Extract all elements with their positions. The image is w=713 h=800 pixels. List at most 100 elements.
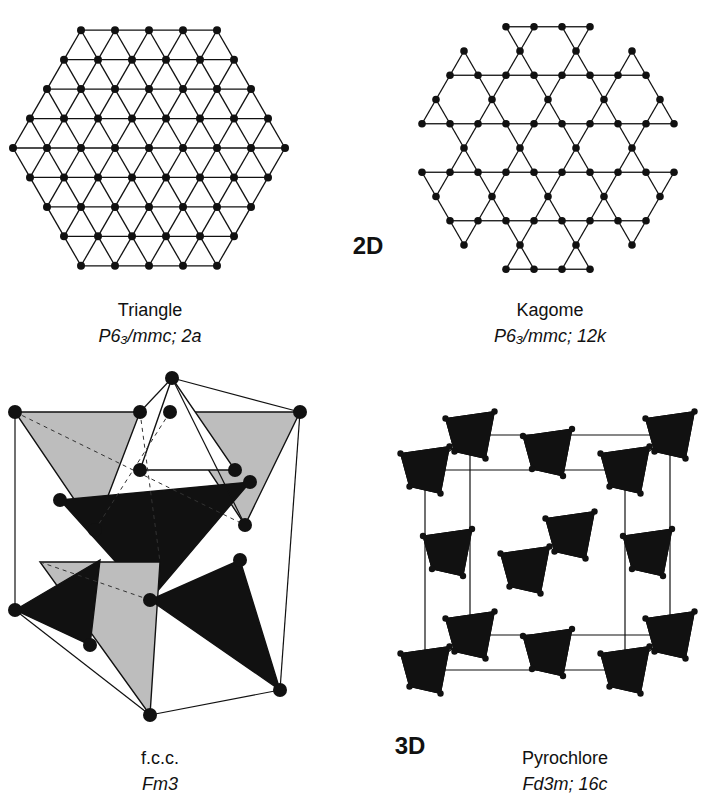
lattice-bond xyxy=(506,221,520,245)
dimension-label: 3D xyxy=(395,732,426,761)
tetrahedron xyxy=(520,626,575,679)
lattice-site xyxy=(646,643,652,649)
lattice-bond xyxy=(132,30,149,59)
tetrahedron-face xyxy=(601,454,641,494)
lattice-bond xyxy=(115,60,132,89)
lattice-site xyxy=(9,144,17,152)
lattice-bond xyxy=(604,196,618,220)
lattice-site xyxy=(128,173,136,181)
lattice-site xyxy=(530,120,538,128)
lattice-bond xyxy=(64,89,81,118)
lattice-bond xyxy=(646,172,660,196)
lattice-bond xyxy=(576,245,590,269)
lattice-site xyxy=(530,265,538,273)
lattice-bond xyxy=(98,119,115,148)
lattice-site xyxy=(502,168,510,176)
lattice-bond xyxy=(604,100,618,124)
lattice-site xyxy=(474,120,482,128)
lattice-bond xyxy=(98,236,132,237)
lattice-site xyxy=(660,573,666,579)
lattice-bond xyxy=(132,207,149,236)
lattice-bond xyxy=(166,207,183,236)
unit-cell-edge xyxy=(425,669,625,670)
lattice-site xyxy=(196,56,204,64)
lattice-bond xyxy=(422,172,436,196)
triangular-lattice xyxy=(9,26,289,270)
lattice-bond xyxy=(217,148,234,177)
hidden-edge xyxy=(140,412,160,562)
lattice-bond xyxy=(492,172,506,196)
lattice-name: Triangle xyxy=(118,300,182,322)
lattice-site xyxy=(600,193,608,201)
lattice-site xyxy=(128,115,136,123)
tetrahedron-face xyxy=(646,419,686,459)
lattice-bond xyxy=(149,30,166,59)
lattice-site xyxy=(474,168,482,176)
lattice-bond xyxy=(149,60,166,89)
tetrahedron xyxy=(642,408,697,461)
cell-edge xyxy=(172,378,300,412)
lattice-bond xyxy=(166,60,183,89)
pyrochlore-illustration xyxy=(397,408,697,696)
lattice-site xyxy=(451,448,457,454)
lattice-site xyxy=(179,26,187,34)
lattice-bond xyxy=(520,245,534,269)
lattice-bond xyxy=(64,148,81,177)
tetrahedron xyxy=(642,608,697,661)
lattice-site xyxy=(420,533,426,539)
lattice-bond xyxy=(132,148,149,177)
lattice-site xyxy=(669,526,675,532)
lattice-bond xyxy=(234,60,251,89)
lattice-bond xyxy=(166,236,183,265)
lattice-site xyxy=(586,71,594,79)
lattice-bond xyxy=(436,172,450,196)
lattice-site xyxy=(642,120,650,128)
lattice-bond xyxy=(149,207,166,236)
lattice-bond xyxy=(234,148,251,177)
tetrahedron-face xyxy=(501,547,550,594)
lattice-site xyxy=(614,217,622,225)
lattice-site xyxy=(572,144,580,152)
lattice-bond xyxy=(562,75,590,76)
tetrahedron-face xyxy=(646,612,695,659)
lattice-bond xyxy=(81,236,98,265)
tetrahedron-face xyxy=(523,436,563,476)
lattice-bond xyxy=(200,89,217,118)
lattice-bond xyxy=(590,75,618,76)
lattice-bond xyxy=(618,148,632,172)
lattice-site xyxy=(429,566,435,572)
lattice-bond xyxy=(234,177,251,206)
lattice-site xyxy=(474,217,482,225)
lattice-site xyxy=(637,690,643,696)
lattice-bond xyxy=(548,75,562,99)
lattice-bond xyxy=(618,51,632,75)
lattice-site xyxy=(111,85,119,93)
lattice-bond xyxy=(47,207,64,236)
lattice-bond xyxy=(548,172,562,196)
lattice-bond xyxy=(217,177,234,206)
lattice-site xyxy=(474,71,482,79)
unit-cell-edge xyxy=(424,470,425,670)
lattice-bond xyxy=(478,75,492,99)
lattice-bond xyxy=(81,177,98,206)
lattice-site xyxy=(506,583,512,589)
lattice-site xyxy=(537,590,543,596)
lattice-site xyxy=(529,666,535,672)
lattice-bond xyxy=(47,60,64,89)
lattice-bond xyxy=(506,26,534,27)
hidden-edge xyxy=(95,412,170,530)
lattice-bond xyxy=(217,30,234,59)
lattice-site xyxy=(542,515,548,521)
lattice-bond xyxy=(98,118,132,119)
lattice-bond xyxy=(450,51,464,75)
lattice-bond xyxy=(64,119,81,148)
lattice-bond xyxy=(562,27,576,51)
lattice-site xyxy=(213,144,221,152)
lattice-bond xyxy=(534,220,562,221)
lattice-bond xyxy=(115,207,132,236)
lattice-bond xyxy=(183,60,200,89)
lattice-site xyxy=(111,26,119,34)
kagome-lattice xyxy=(418,23,678,273)
lattice-site xyxy=(418,168,426,176)
